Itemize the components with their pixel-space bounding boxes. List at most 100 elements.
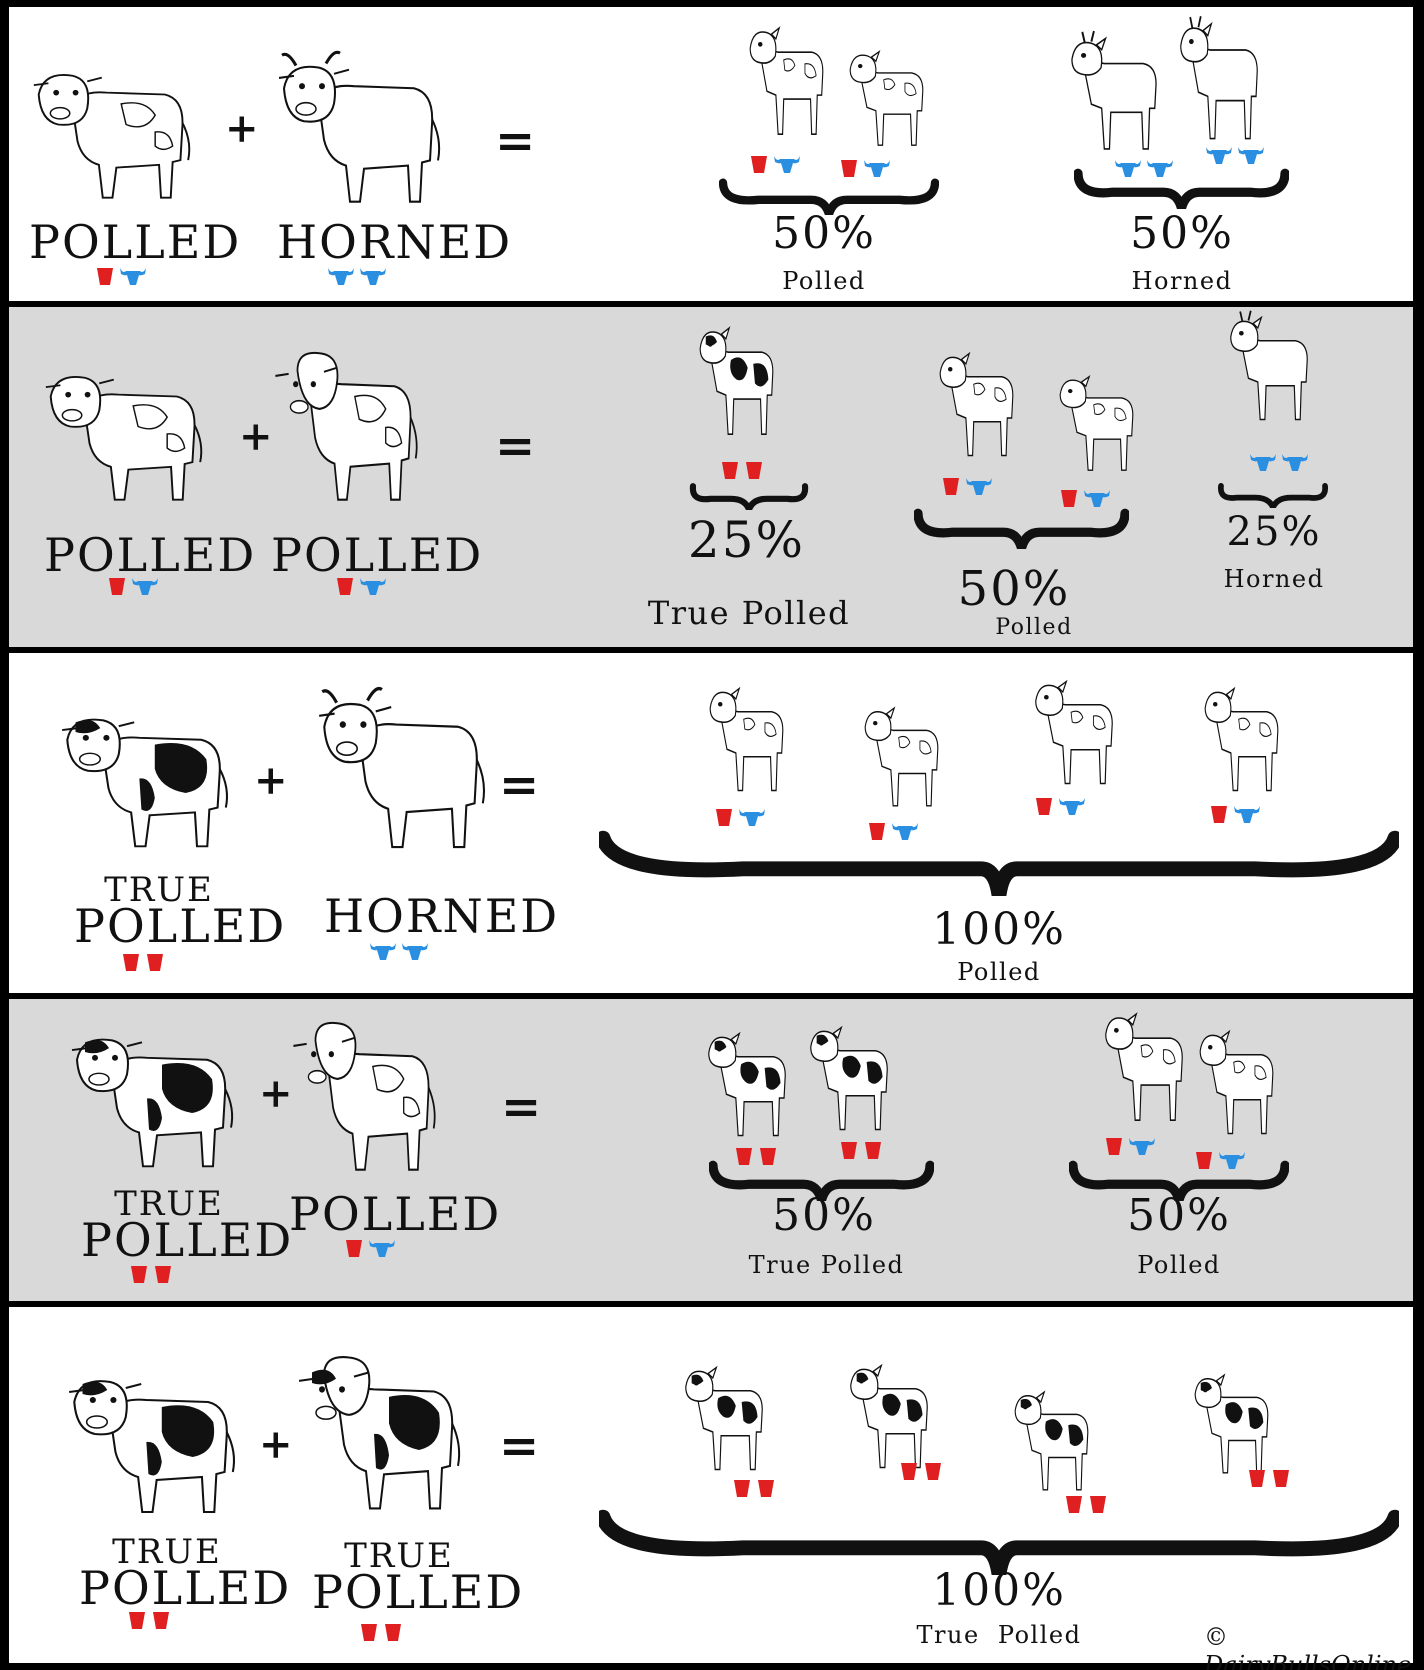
- curly-brace-icon: [689, 482, 809, 514]
- gene-pair: [1205, 144, 1265, 166]
- red-cup-icon: [153, 1612, 169, 1629]
- horned-calf-illustration: [1169, 12, 1269, 147]
- true-polled-cow-illustration: [67, 1021, 237, 1176]
- result-percent: 50%: [772, 208, 876, 259]
- blue-horn-cup-icon: [1238, 147, 1264, 164]
- result-label: Polled: [782, 267, 866, 295]
- red-cup-icon: [1061, 490, 1077, 507]
- parent-label: POLLED: [79, 1561, 292, 1615]
- blue-horn-cup-icon: [370, 943, 396, 960]
- result-percent: 25%: [1226, 509, 1322, 555]
- parent-label-top: TRUE: [114, 1184, 224, 1224]
- curly-brace-icon: [913, 507, 1130, 553]
- blue-horn-cup-icon: [402, 943, 428, 960]
- curly-brace-icon: [1073, 167, 1290, 213]
- red-cup-icon: [97, 268, 113, 285]
- polled-cow-illustration: [41, 359, 206, 509]
- result-label: True Polled: [647, 594, 851, 632]
- red-cup-icon: [131, 1266, 147, 1283]
- horned-calf-illustration: [1219, 307, 1319, 427]
- result-percent: 50%: [772, 1190, 876, 1241]
- true-polled-calf-illustration: [689, 317, 784, 442]
- gene-pair: [1247, 1467, 1291, 1489]
- gene-pair: [335, 575, 387, 597]
- red-cup-icon: [716, 809, 732, 826]
- red-cup-icon: [1066, 1496, 1082, 1513]
- gene-pair: [1034, 795, 1086, 817]
- blue-horn-cup-icon: [864, 160, 890, 177]
- gene-pair: [839, 157, 891, 179]
- red-cup-icon: [1273, 1470, 1289, 1487]
- gene-pair: [95, 265, 147, 287]
- horned-calf-illustration: [1059, 27, 1169, 157]
- result-label: Horned: [1131, 267, 1233, 295]
- cross-row-4: TRUE POLLED + POLLED = 50% True Polled 5…: [6, 996, 1416, 1304]
- cross-row-5: TRUE POLLED + TRUE POLLED = 100% True Po…: [6, 1304, 1416, 1670]
- calf-illustration: [699, 678, 794, 798]
- copyright-notice: © DairyBullsOnline: [1204, 1623, 1412, 1670]
- parent-label: POLLED: [289, 1187, 502, 1241]
- blue-horn-cup-icon: [1084, 490, 1110, 507]
- true-polled-cow-illustration: [64, 1362, 239, 1522]
- red-cup-icon: [901, 1463, 917, 1480]
- equals-sign: =: [495, 418, 536, 474]
- blue-horn-cup-icon: [369, 1240, 395, 1257]
- horned-cow-illustration: [274, 47, 444, 212]
- result-label: Horned: [1223, 565, 1325, 593]
- equals-sign: =: [501, 1079, 542, 1135]
- calf-illustration: [839, 42, 934, 152]
- result-percent: 50%: [1127, 1190, 1231, 1241]
- plus-sign: +: [259, 1070, 293, 1117]
- true-polled-calf-illustration: [839, 1355, 939, 1475]
- blue-horn-cup-icon: [1206, 147, 1232, 164]
- red-cup-icon: [385, 1624, 401, 1641]
- polled-cow-illustration: [29, 57, 194, 207]
- result-label: Polled: [995, 615, 1073, 640]
- blue-horn-cup-icon: [1129, 1138, 1155, 1155]
- red-cup-icon: [758, 1480, 774, 1497]
- gene-pair: [749, 153, 801, 175]
- gene-pair: [732, 1477, 776, 1499]
- blue-horn-cup-icon: [1147, 160, 1173, 177]
- gene-pair: [129, 1263, 173, 1285]
- result-percent: 100%: [932, 1565, 1066, 1616]
- red-cup-icon: [760, 1148, 776, 1165]
- parent-label: HORNED: [324, 889, 560, 943]
- red-cup-icon: [751, 156, 767, 173]
- blue-horn-cup-icon: [1115, 160, 1141, 177]
- curly-brace-icon: [718, 177, 940, 219]
- curly-brace-icon: [595, 1507, 1403, 1582]
- blue-horn-cup-icon: [892, 823, 918, 840]
- blue-horn-cup-icon: [360, 268, 386, 285]
- gene-pair: [327, 265, 387, 287]
- blue-horn-cup-icon: [360, 578, 386, 595]
- calf-illustration: [1024, 671, 1124, 791]
- polled-cow-illustration: [271, 345, 421, 510]
- gene-pair: [127, 1609, 171, 1631]
- calf-illustration: [929, 343, 1024, 463]
- true-polled-calf-illustration: [697, 1023, 797, 1143]
- true-polled-cow-illustration: [294, 1349, 464, 1519]
- calf-illustration: [1049, 367, 1144, 477]
- cross-row-2: POLLED + POLLED = 25% True Polled 50% Po…: [6, 304, 1416, 650]
- calf-illustration: [1094, 1003, 1194, 1128]
- gene-pair: [1104, 1135, 1156, 1157]
- blue-horn-cup-icon: [1282, 454, 1308, 471]
- blue-horn-cup-icon: [966, 478, 992, 495]
- true-polled-cow-illustration: [57, 701, 232, 856]
- gene-pair: [941, 475, 993, 497]
- gene-pair: [720, 459, 764, 481]
- red-cup-icon: [1211, 806, 1227, 823]
- gene-pair: [1249, 451, 1309, 473]
- equals-sign: =: [499, 1418, 540, 1474]
- parent-label: POLLED: [74, 899, 287, 953]
- red-cup-icon: [147, 954, 163, 971]
- parent-label-top: TRUE: [344, 1536, 454, 1576]
- red-cup-icon: [109, 578, 125, 595]
- red-cup-icon: [129, 1612, 145, 1629]
- blue-horn-cup-icon: [132, 578, 158, 595]
- blue-horn-cup-icon: [328, 268, 354, 285]
- parent-label-top: TRUE: [112, 1532, 222, 1572]
- cross-row-1: POLLED + HORNED = 50% Polled 50% Horned: [6, 4, 1416, 304]
- plus-sign: +: [225, 105, 259, 152]
